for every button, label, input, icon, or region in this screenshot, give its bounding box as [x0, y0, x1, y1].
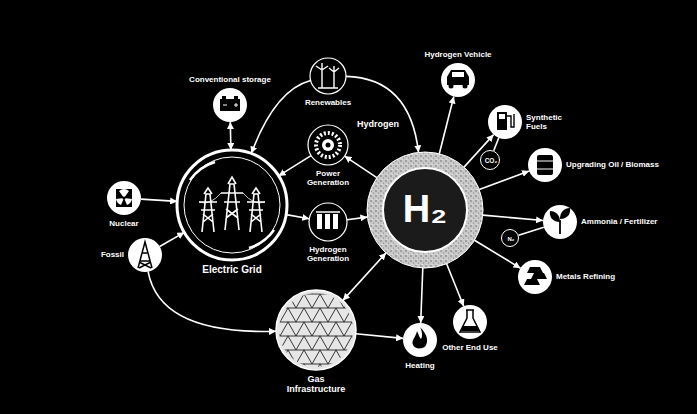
- flow-arrow: [519, 227, 544, 235]
- flow-arrow: [421, 268, 423, 323]
- flow-arrow: [230, 122, 232, 150]
- flow-arrow: [494, 138, 499, 151]
- end-use-node: Heating: [403, 323, 437, 357]
- flow-arrow: [439, 97, 454, 154]
- flow-arrow: [279, 156, 311, 176]
- node-label: Fossil: [101, 250, 124, 259]
- end-use-node: Other End Use: [453, 305, 487, 339]
- flow-arrow: [346, 76, 419, 152]
- gas-sphere: [276, 290, 356, 370]
- ingot-icon: [518, 260, 552, 294]
- end-use-node: Ammonia / Fertilizer: [543, 205, 577, 239]
- flow-arrow: [160, 232, 185, 246]
- node-label: Heating: [405, 361, 434, 370]
- node-label: Hydrogen Vehicle: [424, 50, 491, 59]
- storage-icon: [213, 88, 247, 122]
- flow-arrow: [251, 81, 310, 154]
- hydrogen-sphere: [367, 152, 483, 268]
- node-label: Renewables: [305, 98, 351, 107]
- hub-symbol: H₂: [403, 188, 447, 232]
- vehicle-icon: [441, 63, 475, 97]
- barrel-icon: [528, 148, 562, 182]
- flow-arrow: [286, 215, 309, 219]
- flow-arrow: [347, 217, 368, 220]
- flow-arrow: [356, 334, 403, 339]
- source-node: Nuclear: [107, 181, 141, 215]
- source-node: Fossil: [128, 238, 162, 272]
- node-label: N₂: [508, 236, 515, 243]
- flask-icon: [453, 305, 487, 339]
- node-label: Electric Grid: [202, 264, 261, 276]
- end-use-node: Synthetic Fuels: [488, 105, 522, 139]
- process-node: Hydrogen Generation: [309, 203, 347, 241]
- storage-node: Conventional storage: [213, 88, 247, 122]
- gas-hub: Gas Infrastructure: [276, 290, 356, 370]
- hydrogen-generation-icon: [309, 203, 347, 241]
- flow-arrow: [345, 156, 377, 178]
- end-use-node: Upgrading Oil / Biomass: [528, 148, 562, 182]
- flow-arrow: [148, 272, 276, 332]
- renewables-icon: [310, 58, 346, 94]
- node-label: Synthetic Fuels: [526, 113, 570, 131]
- flow-arrow: [141, 199, 177, 201]
- node-label: Hydrogen Generation: [302, 245, 354, 263]
- node-label: Metals Refining: [556, 272, 615, 281]
- nuclear-icon: [107, 181, 141, 215]
- flow-arrow: [343, 253, 386, 301]
- node-label: Nuclear: [109, 219, 138, 228]
- process-node: Power Generation: [308, 125, 348, 165]
- plant-icon: [543, 205, 577, 239]
- node-label: CO₂: [485, 157, 498, 164]
- node-label: Upgrading Oil / Biomass: [566, 160, 659, 169]
- end-use-node: Hydrogen Vehicle: [441, 63, 475, 97]
- end-use-node: Metals Refining: [518, 260, 552, 294]
- node-label: Ammonia / Fertilizer: [581, 217, 657, 226]
- power-generation-icon: [308, 125, 348, 165]
- node-label: Gas Infrastructure: [280, 374, 352, 395]
- hydrogen-hub: HydrogenH₂: [367, 152, 483, 268]
- node-label: Hydrogen: [357, 119, 399, 129]
- fossil-icon: [128, 238, 162, 272]
- node-label: Power Generation: [304, 169, 352, 187]
- input-chip: CO₂: [480, 150, 500, 170]
- flame-icon: [403, 323, 437, 357]
- source-node: Renewables: [310, 58, 346, 94]
- node-label: Conventional storage: [189, 75, 271, 84]
- grid-hub: Electric Grid: [177, 150, 287, 260]
- electric-grid-ring: [177, 150, 287, 260]
- input-chip: N₂: [501, 229, 519, 247]
- node-label: Other End Use: [442, 343, 498, 352]
- fuel-pump-icon: [488, 105, 522, 139]
- flow-arrow: [479, 171, 529, 190]
- flow-arrow: [483, 215, 543, 220]
- flow-arrow: [447, 264, 464, 306]
